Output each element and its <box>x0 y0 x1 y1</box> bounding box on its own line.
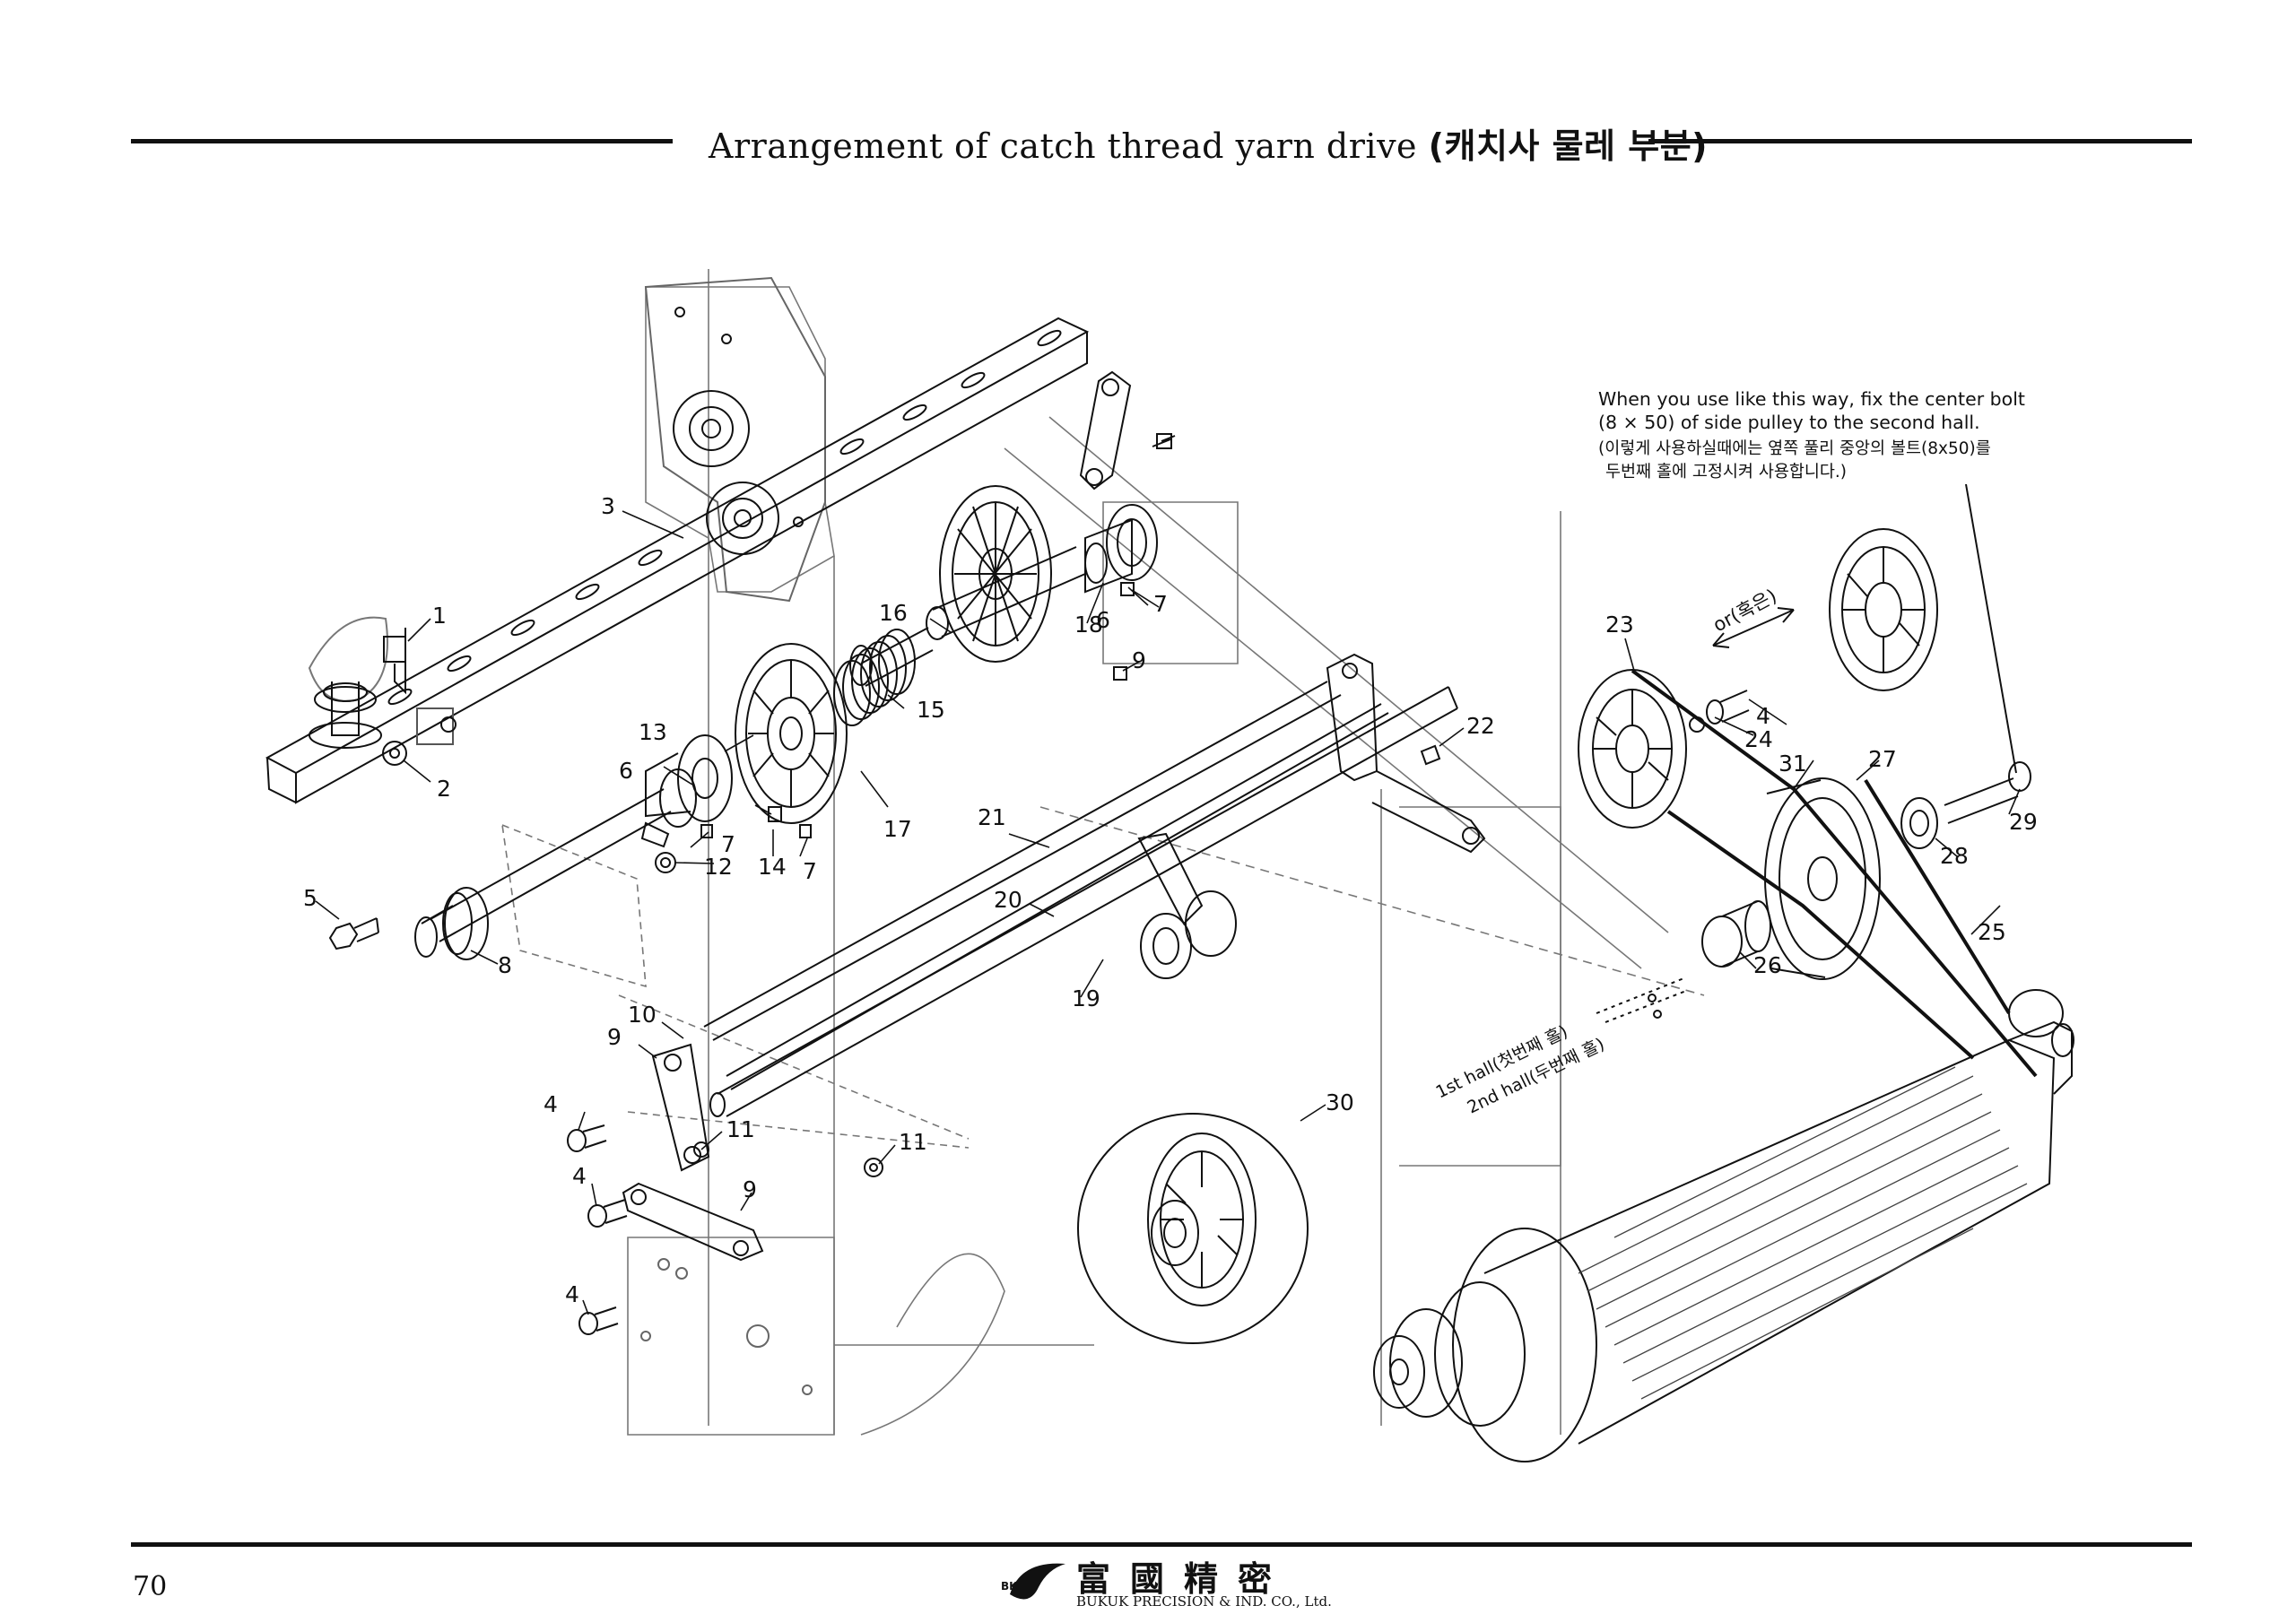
callout-5: 5 <box>303 885 317 911</box>
page-title-en: Arrangement of catch thread yarn drive <box>709 126 1418 166</box>
callout-9: 9 <box>607 1024 622 1050</box>
bearing-upper <box>1084 504 1158 594</box>
callout-6: 6 <box>619 758 633 784</box>
bolt-4a <box>567 1124 607 1152</box>
callout-3: 3 <box>601 493 615 519</box>
callout-4: 4 <box>544 1091 558 1117</box>
callout-30: 30 <box>1326 1089 1354 1115</box>
pulley-alt <box>1829 528 1938 691</box>
callout-20: 20 <box>994 887 1022 913</box>
callout-7: 7 <box>721 831 735 857</box>
header-rule-right <box>1648 139 2192 143</box>
belts <box>1631 669 2038 1078</box>
callout-17: 17 <box>883 816 912 842</box>
frame-outline <box>501 269 1705 1436</box>
callout-7: 7 <box>803 858 817 884</box>
callout-29: 29 <box>2009 809 2038 835</box>
logo-hanja-text: 富國精密 <box>1076 1558 1292 1599</box>
note-leader <box>1965 483 2017 774</box>
callout-4: 4 <box>565 1281 579 1307</box>
callout-4: 4 <box>1756 703 1770 729</box>
roller-teeth <box>1578 1066 2028 1400</box>
note-line-1: When you use like this way, fix the cent… <box>1598 388 2025 410</box>
hall-dot <box>1653 1010 1662 1019</box>
bolt-24 <box>1689 690 1750 733</box>
note-line-2: (8 × 50) of side pulley to the second ha… <box>1598 412 1980 433</box>
angle-bar-slots <box>387 329 1062 706</box>
hall-dot <box>1648 994 1657 1002</box>
callout-6: 6 <box>1096 607 1110 633</box>
left-links <box>567 1043 883 1335</box>
spring-shaft <box>833 546 1086 726</box>
instruction-note: When you use like this way, fix the cent… <box>1598 387 2025 484</box>
callout-11: 11 <box>899 1129 927 1155</box>
company-name: BUKUK PRECISION & IND. CO., Ltd. <box>1076 1593 1332 1610</box>
pulley-23 <box>1578 669 1687 829</box>
callout-26: 26 <box>1753 952 1782 978</box>
callout-9: 9 <box>1132 647 1146 673</box>
lower-plate <box>640 1258 813 1395</box>
page-number: 70 <box>133 1571 168 1602</box>
callout-9: 9 <box>743 1176 757 1202</box>
right-rod-arm <box>1326 653 1486 854</box>
spool-17 <box>735 643 848 824</box>
callout-23: 23 <box>1605 612 1634 638</box>
slotted-angle-bar <box>265 317 1090 804</box>
main-shaft-left <box>414 734 733 960</box>
callout-19: 19 <box>1072 985 1100 1011</box>
callout-7: 7 <box>1153 591 1168 617</box>
or-arrow <box>1712 607 1795 648</box>
tension-bracket <box>308 616 457 766</box>
header-rule-left <box>131 139 673 143</box>
leader-lines <box>315 510 2021 1315</box>
company-logo-mark <box>1010 1563 1065 1600</box>
page-title-ko: (캐치사 물레 부분) <box>1428 126 1709 166</box>
callout-28: 28 <box>1940 843 1969 869</box>
callout-27: 27 <box>1868 746 1897 772</box>
large-roller <box>1373 989 2074 1462</box>
tie-rods <box>703 681 1458 1117</box>
callout-2: 2 <box>437 776 451 802</box>
bearing-28 <box>1900 797 1938 849</box>
bolt-4b <box>587 1199 628 1228</box>
spool-upper <box>939 485 1052 663</box>
logo-bk-text: BK <box>1001 1580 1018 1593</box>
upper-link-arm <box>1079 370 1176 490</box>
callout-25: 25 <box>1978 919 2006 945</box>
callout-11: 11 <box>726 1116 755 1142</box>
callout-1: 1 <box>432 603 447 629</box>
callout-21: 21 <box>978 804 1006 830</box>
callout-31: 31 <box>1779 751 1807 777</box>
callout-4: 4 <box>572 1163 587 1189</box>
pulley-27 <box>1764 777 1881 980</box>
callout-12: 12 <box>704 854 733 880</box>
callout-18: 18 <box>1074 612 1103 638</box>
note-ko-line-1: (이렇게 사용하실때에는 옆쪽 풀리 중앙의 볼트(8x50)를 <box>1598 439 1991 458</box>
center-idler <box>1137 832 1237 979</box>
sleeve-26 <box>1701 900 1771 968</box>
callout-22: 22 <box>1466 713 1495 739</box>
callout-24: 24 <box>1744 726 1773 752</box>
bolt-5 <box>328 917 379 950</box>
or-label: or(혹은) <box>1709 585 1780 636</box>
note-ko-line-2: 두번째 홀에 고정시켜 사용합니다.) <box>1605 463 1848 482</box>
footer-rule <box>131 1542 2192 1547</box>
callout-8: 8 <box>498 952 512 978</box>
callout-13: 13 <box>639 719 667 745</box>
callout-16: 16 <box>879 600 908 626</box>
detail-circle-30 <box>1077 1113 1309 1344</box>
callout-10: 10 <box>628 1002 657 1028</box>
page-title: Arrangement of catch thread yarn drive (… <box>709 118 1708 168</box>
callout-15: 15 <box>917 697 945 723</box>
bolt-4c <box>578 1306 619 1335</box>
hall-markers <box>1596 976 1687 1023</box>
callout-14: 14 <box>758 854 787 880</box>
side-plate <box>644 276 826 603</box>
